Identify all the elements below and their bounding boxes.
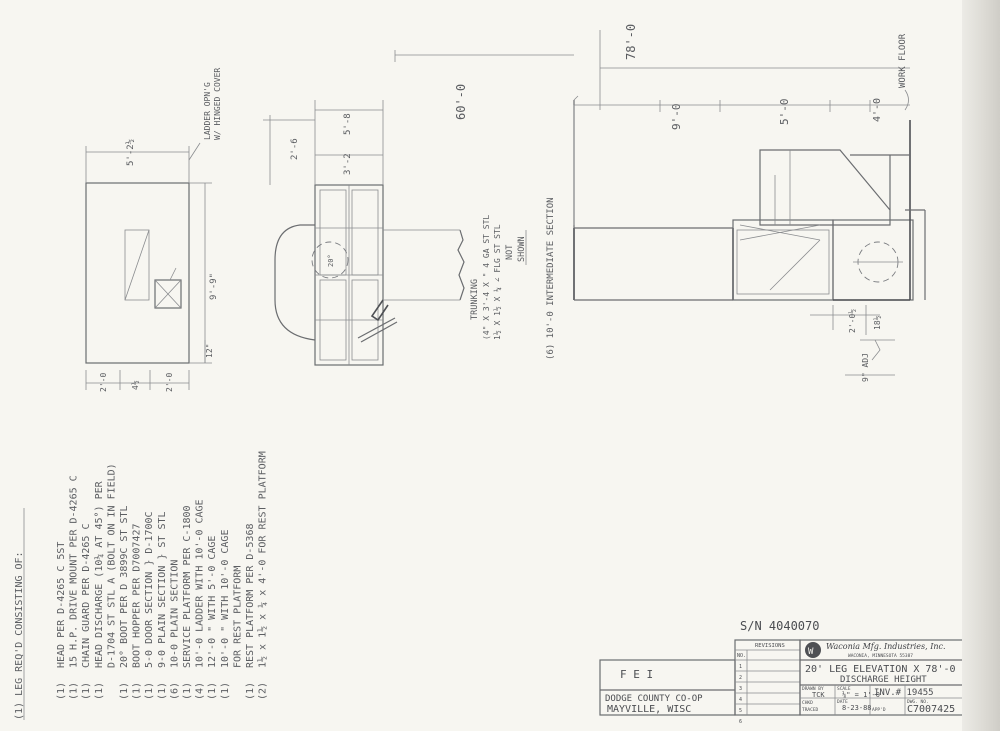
trunking-label: TRUNKING <box>470 279 480 320</box>
drawing-title-1: 20' LEG ELEVATION X 78'-0 <box>805 664 956 675</box>
dwg-no-label: DWG. NO. <box>907 699 929 705</box>
bom-item-qty: (1) <box>207 682 218 700</box>
elev-dim-5: 5'-0 <box>778 99 791 126</box>
sheet-edge-shadow <box>962 0 1000 731</box>
plan-dim-2b: 2'-0 <box>165 373 174 392</box>
company-logo <box>805 642 821 658</box>
company-name: Waconia Mfg. Industries, Inc. <box>826 642 946 651</box>
bom-item-qty: (1) <box>56 682 67 700</box>
scale-value: ⅛" = 1'-0 <box>842 690 880 699</box>
bom-item-qty: (1) <box>119 682 130 700</box>
elev-dim-78: 78'-0 <box>624 24 638 60</box>
traced-label: TRACED <box>802 707 819 713</box>
revision-row-number: 4 <box>739 697 742 703</box>
bom-item-qty: (1) <box>245 682 256 700</box>
revision-row-number: 1 <box>739 664 742 670</box>
bom-item-list: (1) HEAD PER D-4265 C 5ST (1) 15 H.P. DRIVE… <box>56 451 269 700</box>
bom-item-desc: 10'-0 LADDER WITH 10'-0 CAGE <box>195 499 206 668</box>
revision-row-number: 2 <box>739 675 742 681</box>
plan-dim-side: 9'-9" <box>209 273 219 300</box>
bom-item-qty: (1) <box>94 682 105 700</box>
boot-angle-label: 20° <box>327 254 335 267</box>
elevation-view: 78'-0 9'-0 5'-0 4'-0 WORK FLOOR 2'-0½ 18… <box>573 24 926 382</box>
bill-of-materials: (1) LEG REQ'D CONSISTING OF: (1) HEAD PER… <box>14 451 269 720</box>
serial-number: S/N 4040070 <box>740 619 819 633</box>
bom-item-desc: 10'-0 " WITH 10'-0 CAGE <box>220 530 231 668</box>
bom-item-qty: (4) <box>195 682 206 700</box>
bom-item-desc: D-1704 ST STL A (BOLT ON IN FIELD) <box>106 463 117 668</box>
bom-item-qty: (1) <box>81 682 92 700</box>
bom-heading: (1) LEG REQ'D CONSISTING OF: <box>14 551 25 720</box>
trunking-spec-2: 1½ X 1½ X ¼ ∠ FLG ST STL <box>492 224 502 340</box>
bom-item-desc: REST PLATFORM PER D-5368 <box>245 524 256 669</box>
bom-item-qty: (1) <box>144 682 155 700</box>
title-block: S/N 4040070 F E I DODGE COUNTY CO-OP MAY… <box>599 619 964 725</box>
plan-dim-12: 12" <box>205 344 214 358</box>
plan-view: 5'-2½ 9'-9" 12" LADDER OPN'G W/ HINGED C… <box>85 68 222 392</box>
bom-item-desc: 12'-0 " WITH 5'-0 CAGE <box>207 536 218 668</box>
plan-dim-top: 5'-2½ <box>125 139 136 166</box>
customer-name: DODGE COUNTY CO-OP <box>605 694 703 704</box>
checked-label: CHKD <box>802 700 813 706</box>
approved-label: APP'D <box>872 707 886 713</box>
date-label: DATE <box>837 699 848 705</box>
inventory-number: INV.# 19455 <box>874 688 934 698</box>
bom-item-desc: 5-0 DOOR SECTION } D-1700C <box>144 511 155 668</box>
drawing-number: C7007425 <box>907 704 955 715</box>
not-shown-2: SHOWN <box>517 236 527 262</box>
revision-row-number: 5 <box>739 708 742 714</box>
trunking-spec-1: (4" X 3'-4 X " 4 GA ST STL <box>482 215 491 340</box>
fei-label: F E I <box>620 668 653 681</box>
section-dim-26: 2'-6 <box>290 138 300 160</box>
bom-item-desc: HEAD PER D-4265 C 5ST <box>56 542 67 668</box>
bom-item-qty: (1) <box>157 682 168 700</box>
scale-label: SCALE <box>837 686 851 692</box>
bom-item-desc: 10-0 PLAIN SECTION <box>169 560 180 668</box>
work-floor-label: WORK FLOOR <box>898 33 908 88</box>
company-logo-letter: W <box>808 647 814 657</box>
not-shown-1: NOT <box>505 245 515 260</box>
date-value: 8-23-88 <box>842 704 872 712</box>
bom-item-qty: (1) <box>132 682 143 700</box>
bom-item-desc: CHAIN GUARD PER D-4265 C <box>81 524 92 669</box>
bom-item-desc: 1½ x 1½ x ¼ x 4'-0 FOR REST PLATFORM <box>257 451 269 668</box>
section-view: 20° 2'-6 5'-8 3'-2 60'-0 TRUNKING (4" X … <box>263 50 574 366</box>
bom-item-qty: (1) <box>182 682 193 700</box>
elev-dim-18: 18½ <box>872 315 882 330</box>
ladder-note-1: LADDER OPN'G <box>203 82 212 140</box>
revision-rows: 1 2 3 4 5 6 <box>739 664 742 725</box>
section-dim-32: 3'-2 <box>343 153 353 175</box>
revision-row-number: 6 <box>739 719 742 725</box>
company-address: WACONIA, MINNESOTA 55387 <box>848 653 913 659</box>
elev-dim-20: 2'-0½ <box>847 309 857 333</box>
revision-row-number: 3 <box>739 686 742 692</box>
bom-item-qty: (2) <box>258 682 269 700</box>
plan-dim-2a: 2'-0 <box>99 373 108 392</box>
elev-dim-9: 9'-0 <box>670 104 683 131</box>
bom-item-qty: (6) <box>169 682 180 700</box>
bom-item-qty: (1) <box>69 682 80 700</box>
bom-item-desc: FOR REST PLATFORM <box>232 566 243 668</box>
drawn-by: TCK <box>812 691 825 699</box>
intermediate-section-label: (6) 10'-0 INTERMEDIATE SECTION <box>546 197 556 360</box>
bom-item-desc: SERVICE PLATFORM PER C-1800 <box>182 505 193 668</box>
bom-item-desc: 20° BOOT PER D 3899C ST STL <box>119 505 130 668</box>
bom-item-desc: BOOT HOPPER PER D7007427 <box>132 524 143 669</box>
bom-item-desc: 15 H.P. DRIVE MOUNT PER D-4265 C <box>69 475 80 668</box>
drawn-by-label: DRAWN BY <box>802 686 824 692</box>
revisions-no-label: NO. <box>737 653 746 659</box>
bom-item-desc: 9-0 PLAIN SECTION } ST STL <box>157 511 168 668</box>
elev-dim-adj: 9" ADJ <box>861 353 870 382</box>
customer-location: MAYVILLE, WISC <box>607 704 691 715</box>
revisions-label: REVISIONS <box>755 643 785 649</box>
section-dim-60: 60'-0 <box>454 84 468 120</box>
drawing-title-2: DISCHARGE HEIGHT <box>840 675 927 685</box>
elev-dim-4: 4'-0 <box>872 98 883 122</box>
section-dim-58: 5'-8 <box>343 113 353 135</box>
ladder-note-2: W/ HINGED COVER <box>213 68 222 140</box>
bom-item-qty: (1) <box>220 682 231 700</box>
bom-item-desc: HEAD DISCHARGE (10¼ AT 45°) PER <box>93 480 105 668</box>
plan-dim-4: 4½ <box>130 380 140 390</box>
